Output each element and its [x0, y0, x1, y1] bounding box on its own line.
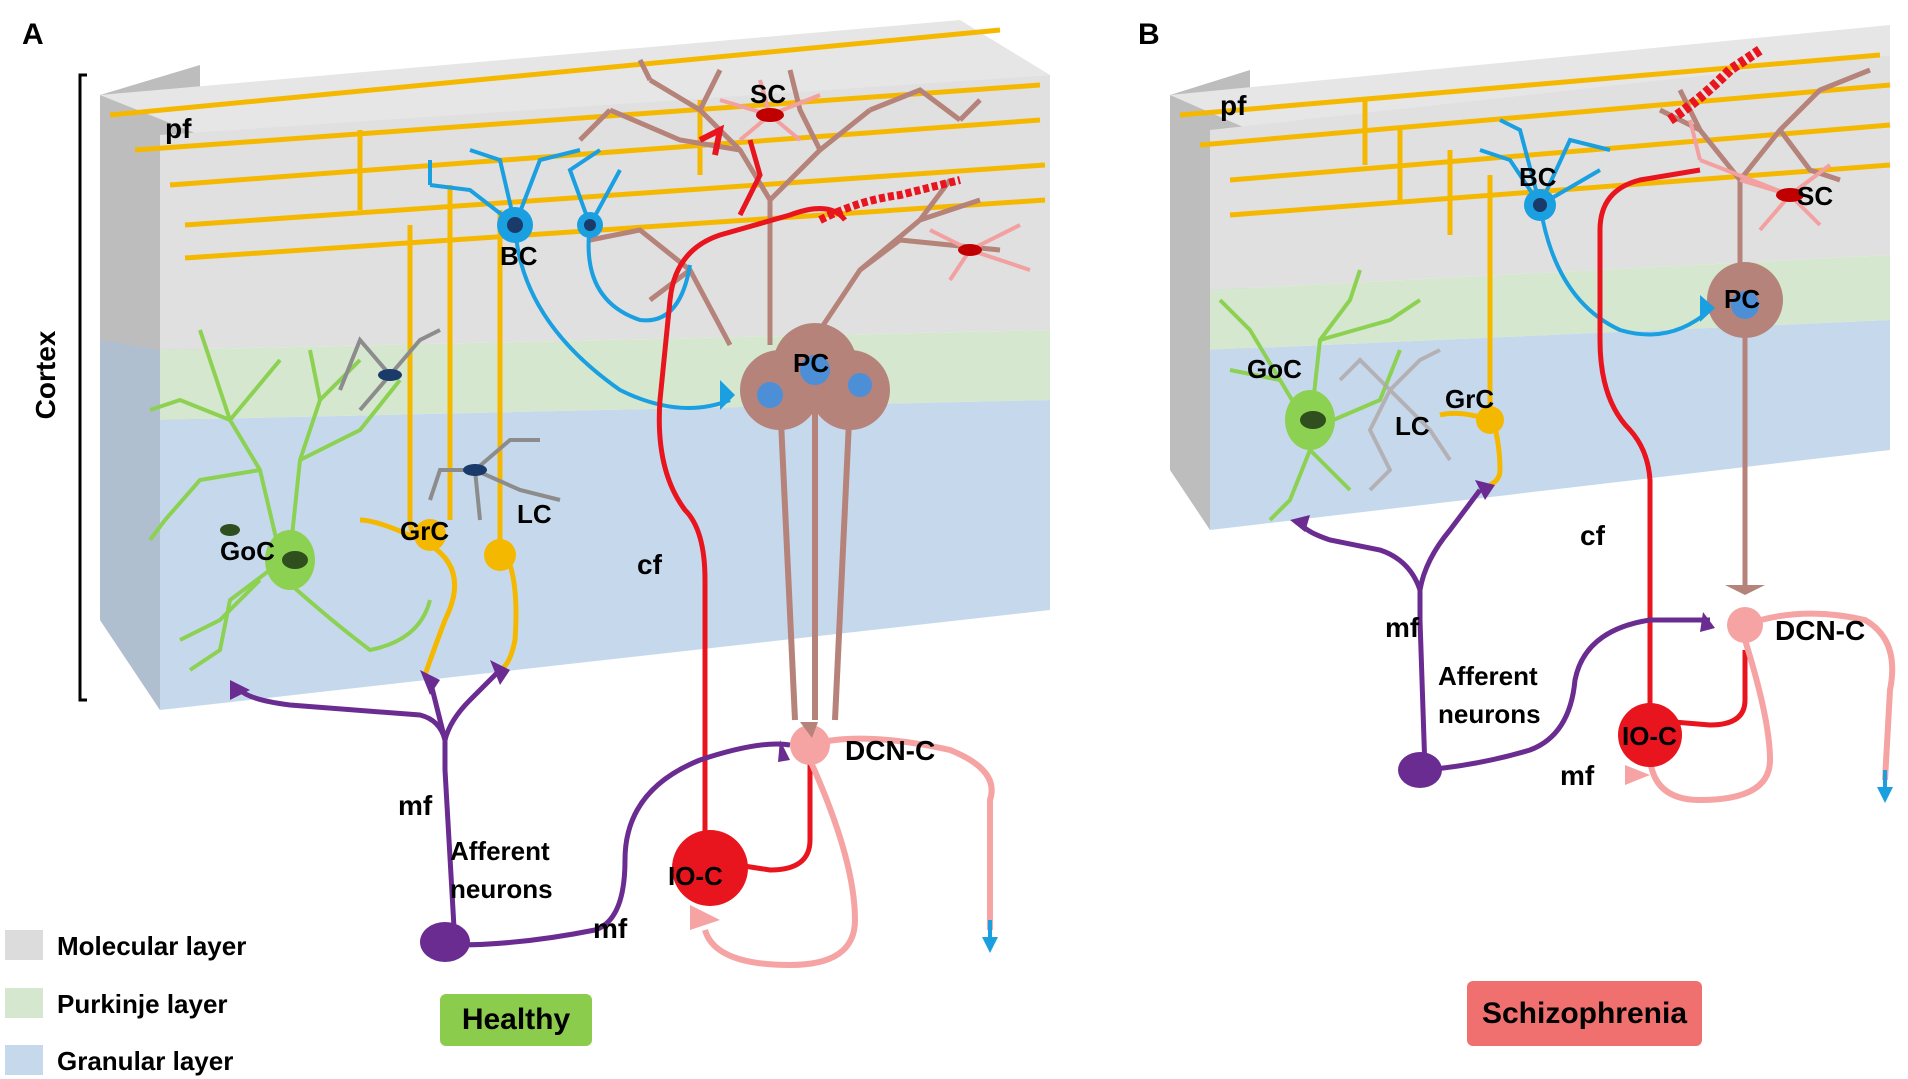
panel-a-lugaro-cell	[338, 328, 561, 521]
panel-a-golgi-cell	[148, 329, 432, 672]
panel-a-label-io: IO-C	[668, 861, 723, 891]
schizophrenia-badge: Schizophrenia	[1467, 981, 1702, 1046]
panel-b-letter: B	[1138, 18, 1160, 51]
panel-a-purkinje-cells	[740, 323, 890, 721]
panel-a-letter: A	[22, 18, 44, 51]
panel-a-label-mf2: mf	[593, 913, 628, 944]
panel-b-label-io: IO-C	[1622, 721, 1677, 751]
panel-b-label-afferent1: Afferent	[1438, 661, 1538, 691]
cortex-label: Cortex	[30, 330, 61, 419]
block-b-top	[1170, 25, 1890, 130]
panel-b-basket-cell	[1479, 118, 1715, 337]
panel-b-granule-cell	[1476, 406, 1504, 434]
panel-a-granule-cell-1	[414, 519, 446, 551]
panel-b-climbing-fiber	[1597, 45, 1763, 728]
panel-b-label-sc: SC	[1797, 181, 1833, 211]
panel-a-label-pf: pf	[165, 113, 192, 144]
panel-a-label-dcn: DCN-C	[845, 735, 935, 766]
panel-b-dcn-cell	[1727, 607, 1763, 643]
panel-a-purkinje-dendrites	[578, 58, 1001, 347]
panel-b-label-goc: GoC	[1247, 354, 1302, 384]
legend-swatch-granular	[5, 1045, 43, 1075]
healthy-badge: Healthy	[440, 994, 592, 1046]
legend-label-granular: Granular layer	[57, 1046, 233, 1076]
cortex-bracket	[78, 73, 87, 702]
panel-a-mossy-fibers	[238, 668, 791, 948]
legend-swatch-purkinje	[5, 988, 43, 1018]
block-a-side-granular	[100, 340, 160, 710]
legend-label-purkinje: Purkinje layer	[57, 989, 228, 1019]
panel-b-label-mf1: mf	[1385, 612, 1420, 643]
panel-a-afferent-neuron	[420, 922, 470, 962]
panel-b-label-grc: GrC	[1445, 384, 1494, 414]
panel-a-granule-cell-2	[484, 539, 516, 571]
legend-swatch-molecular	[5, 930, 43, 960]
panel-a-label-bc: BC	[500, 241, 538, 271]
panel-b-label-pf: pf	[1220, 90, 1247, 121]
panel-b-label-dcn: DCN-C	[1775, 615, 1865, 646]
panel-b-io-cell	[1618, 703, 1682, 767]
panel-a-label-goc: GoC	[220, 536, 275, 566]
panel-b-lugaro-cell	[1338, 348, 1452, 492]
panel-a-label-pc: PC	[793, 348, 829, 378]
block-b-molecular-layer	[1210, 55, 1890, 290]
panel-a-io-cell	[672, 830, 748, 906]
panel-a-label-afferent2: neurons	[450, 874, 553, 904]
panel-a-climbing-fiber	[656, 124, 961, 873]
panel-b-stellate-cell	[1688, 119, 1832, 232]
panel-b-cortex-block	[1170, 25, 1890, 530]
panel-b-label-afferent2: neurons	[1438, 699, 1541, 729]
panel-b-label-cf: cf	[1580, 520, 1606, 551]
panel-b-label-bc: BC	[1519, 162, 1557, 192]
panel-a-label-grc: GrC	[400, 516, 449, 546]
panel-a-cortex-block	[100, 20, 1050, 710]
panel-a-label-afferent1: Afferent	[450, 836, 550, 866]
legend-label-molecular: Molecular layer	[57, 931, 246, 961]
panel-b-afferent-neuron	[1398, 752, 1442, 788]
panel-a-stellate-cell	[719, 79, 1031, 282]
panel-b-golgi-cell	[1218, 269, 1422, 522]
layer-legend: Molecular layer Purkinje layer Granular …	[5, 930, 246, 1076]
panel-a-dcn-cell	[790, 725, 830, 765]
panel-b-label-lc: LC	[1395, 411, 1430, 441]
panel-a-label-lc: LC	[517, 499, 552, 529]
panel-b-label-pc: PC	[1724, 284, 1760, 314]
panel-b-dcn-io	[1647, 610, 1896, 804]
panel-a-dcn-io	[702, 735, 998, 969]
block-a-granular-layer	[160, 400, 1050, 710]
panel-a-label-sc: SC	[750, 79, 786, 109]
panel-a-label-mf1: mf	[398, 790, 433, 821]
panel-a-label-cf: cf	[637, 549, 663, 580]
panel-b-label-mf2: mf	[1560, 760, 1595, 791]
panel-a-basket-cell	[428, 148, 735, 410]
